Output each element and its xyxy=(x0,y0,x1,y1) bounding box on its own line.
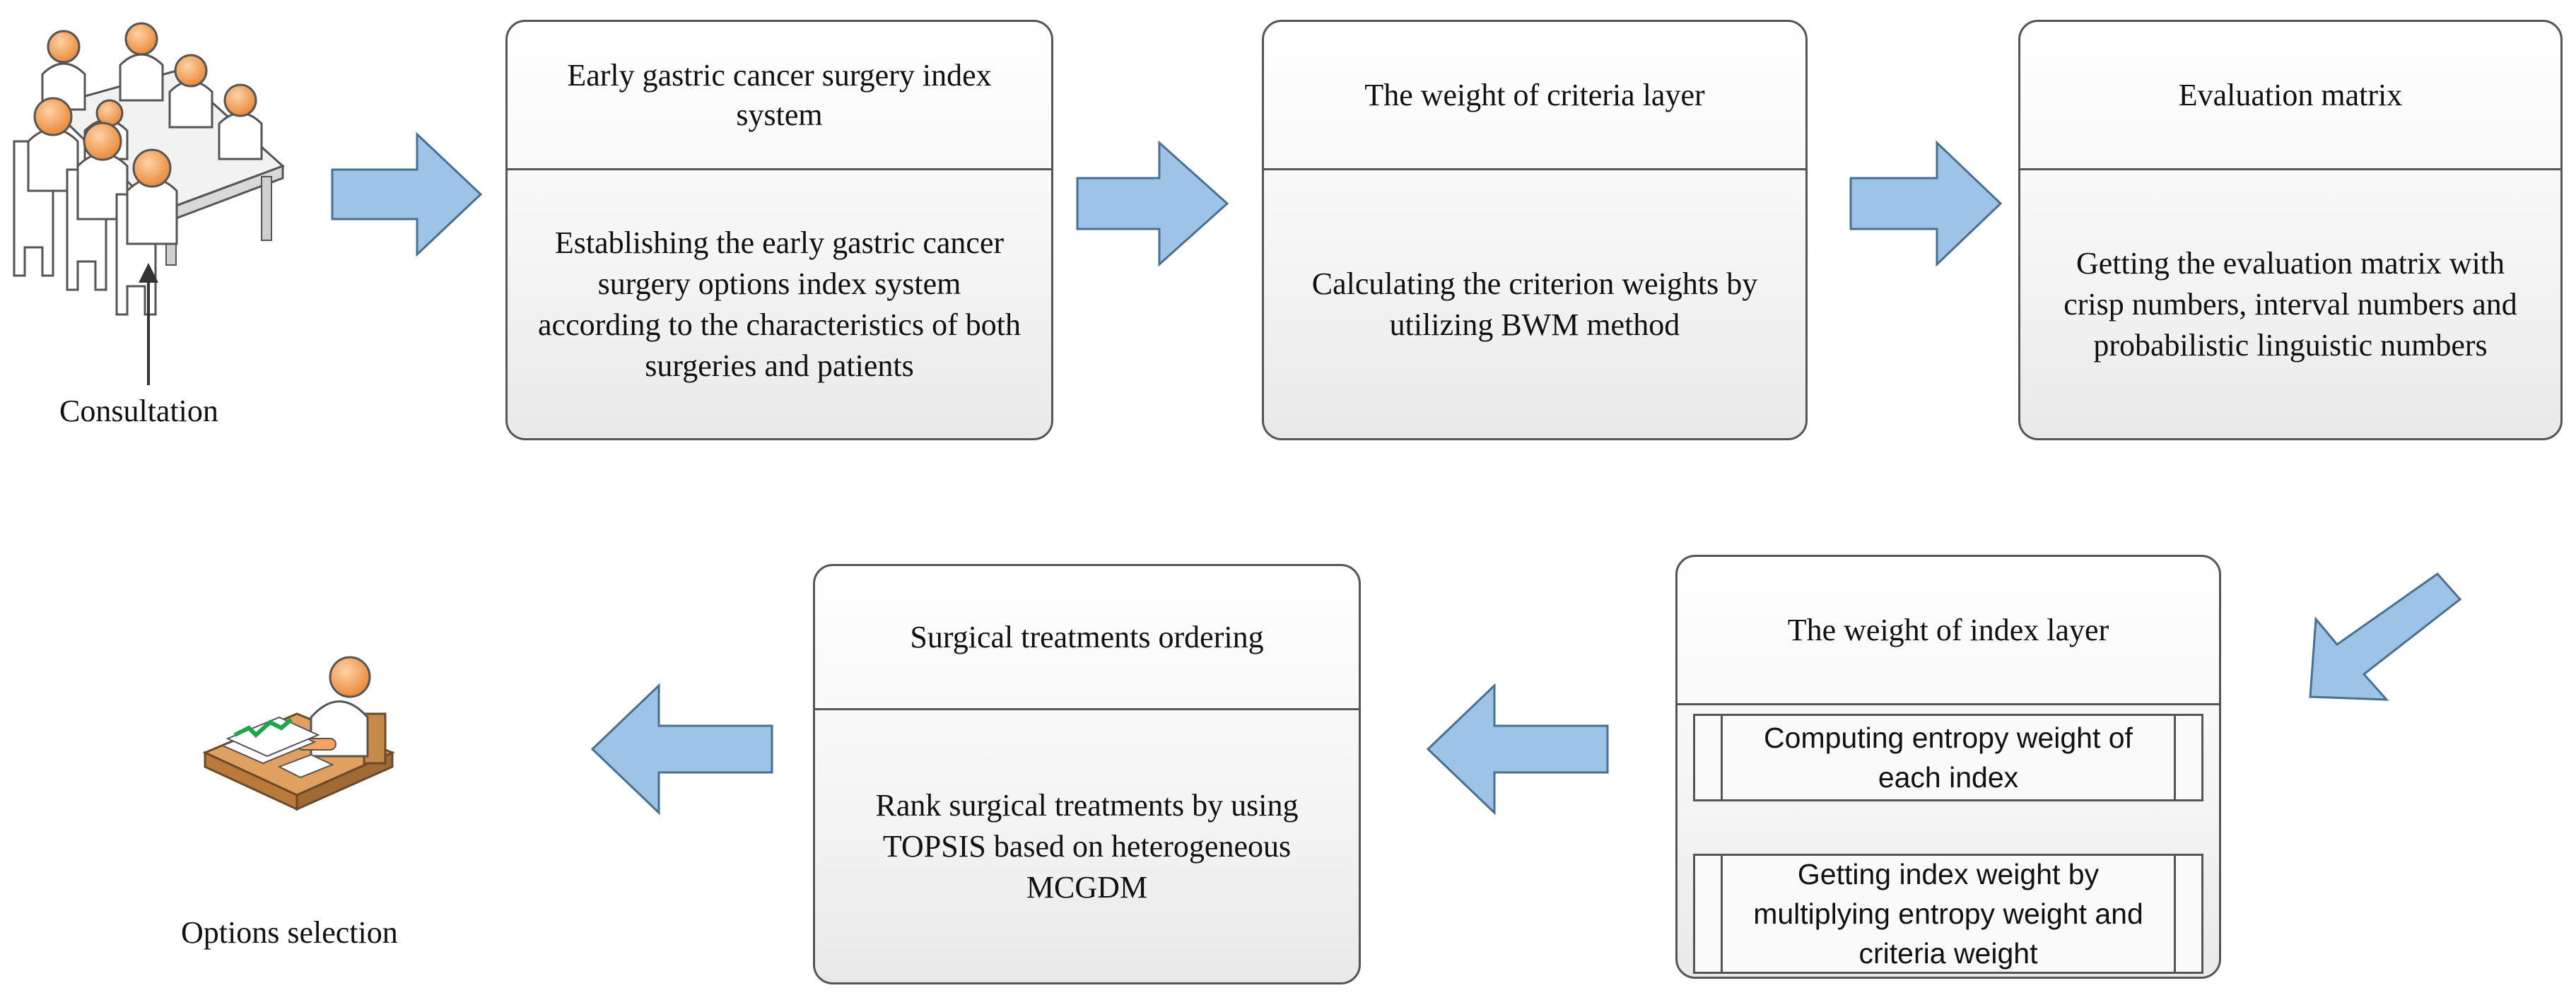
index-weight-box: The weight of index layer Computing entr… xyxy=(1675,555,2221,979)
index-weight-title: The weight of index layer xyxy=(1678,557,2219,705)
index-system-description: Establishing the early gastric cancer su… xyxy=(538,225,1021,383)
arrow-right-3 xyxy=(1849,140,2003,267)
arrow-right-2 xyxy=(1076,140,1229,267)
evaluation-matrix-box: Evaluation matrix Getting the evaluation… xyxy=(2018,20,2563,440)
evaluation-matrix-description: Getting the evaluation matrix with crisp… xyxy=(2063,245,2517,363)
criteria-weight-box: The weight of criteria layer Calculating… xyxy=(1262,20,1808,440)
arrow-right-1 xyxy=(331,131,483,257)
arrow-left-2 xyxy=(590,683,773,816)
entropy-weight-step: Computing entropy weight of each index xyxy=(1693,714,2203,801)
desk-worker-icon xyxy=(202,656,395,811)
arrow-diagonal-down-left xyxy=(2309,572,2462,701)
arrow-left-1 xyxy=(1426,683,1609,816)
consultation-label: Consultation xyxy=(59,394,218,428)
options-selection-label: Options selection xyxy=(181,915,398,950)
ordering-description: Rank surgical treatments by using TOPSIS… xyxy=(875,787,1299,905)
index-weight-step: Getting index weight by multiplying entr… xyxy=(1693,854,2203,974)
ordering-title: Surgical treatments ordering xyxy=(815,566,1359,710)
criteria-weight-title: The weight of criteria layer xyxy=(1264,22,1805,170)
pointer-arrowhead xyxy=(139,263,158,283)
index-system-title: Early gastric cancer surgery index syste… xyxy=(508,22,1051,170)
meeting-group-icon xyxy=(13,22,285,316)
criteria-weight-description: Calculating the criterion weights by uti… xyxy=(1311,266,1758,342)
ordering-box: Surgical treatments ordering Rank surgic… xyxy=(813,564,1361,984)
index-system-box: Early gastric cancer surgery index syste… xyxy=(505,20,1053,440)
evaluation-matrix-title: Evaluation matrix xyxy=(2020,22,2560,170)
